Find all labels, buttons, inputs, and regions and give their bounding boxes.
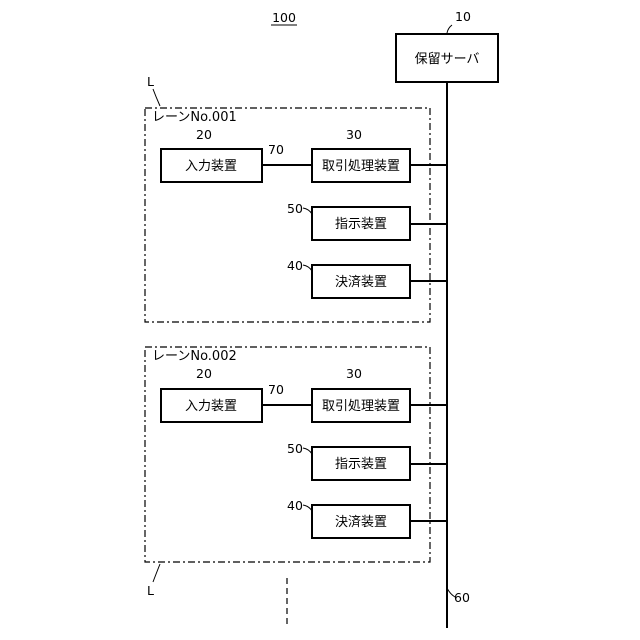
lane-002-transaction-label: 取引処理装置: [322, 399, 400, 414]
lane-002-title: レーンNo.002: [152, 349, 237, 364]
lane-002-instruction-label: 指示装置: [335, 457, 387, 472]
lane-002-input-label: 入力装置: [185, 399, 237, 414]
lane-001-transaction-label: 取引処理装置: [322, 159, 400, 174]
lane-002-payment-leader: [303, 505, 312, 511]
lane-001-transaction-ref: 30: [346, 127, 362, 142]
lane-001-payment-ref: 40: [287, 258, 303, 273]
system-ref: 100: [272, 10, 296, 25]
lane-001-payment-label: 決済装置: [335, 274, 387, 290]
lane-001-input-label: 入力装置: [185, 159, 237, 174]
bus-ref: 60: [454, 590, 470, 605]
lane-marker-top-leader: [153, 89, 160, 106]
lane-002-instruction-ref: 50: [287, 441, 303, 456]
lane-002-transaction-ref: 30: [346, 366, 362, 381]
lane-001: レーンNo.001 20 入力装置 70 30 取引処理装置 50 指示装置 4…: [145, 108, 447, 322]
lane-marker-top: L: [147, 74, 154, 89]
lane-001-input-ref: 20: [196, 127, 212, 142]
server-ref: 10: [455, 9, 471, 24]
lane-marker-bottom: L: [147, 583, 154, 598]
lane-002-link-ref: 70: [268, 382, 284, 397]
lane-002-payment-ref: 40: [287, 498, 303, 513]
lane-002: レーンNo.002 20 入力装置 70 30 取引処理装置 50 指示装置 4…: [145, 347, 447, 562]
lane-002-input-ref: 20: [196, 366, 212, 381]
lane-001-instruction-leader: [303, 208, 312, 214]
lane-marker-bottom-leader: [153, 564, 160, 582]
hold-server-label: 保留サーバ: [415, 52, 480, 67]
lane-001-title: レーンNo.001: [152, 110, 237, 125]
lane-002-instruction-leader: [303, 448, 312, 454]
lane-001-instruction-ref: 50: [287, 201, 303, 216]
server-ref-leader: [447, 25, 452, 33]
lane-001-payment-leader: [303, 265, 312, 271]
lane-001-link-ref: 70: [268, 142, 284, 157]
lane-001-instruction-label: 指示装置: [335, 217, 387, 232]
lane-002-payment-label: 決済装置: [335, 514, 387, 530]
